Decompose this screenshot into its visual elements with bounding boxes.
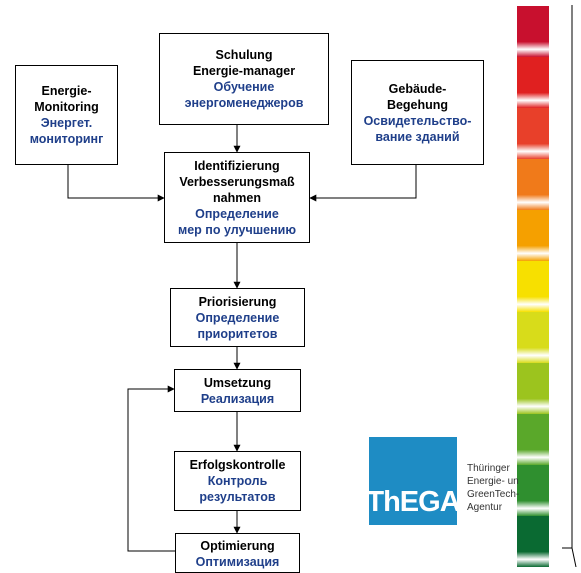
training-ru: Обучение энергоменеджеров: [184, 80, 304, 110]
thega-logo-mark-text: ThEGA: [366, 486, 460, 518]
implementation-box: Umsetzung Реализация: [174, 369, 301, 412]
arrow-monitoring-to-identify: [67, 165, 165, 202]
success-control-ru: Контроль результатов: [199, 474, 276, 504]
scale-segment-2: [517, 56, 549, 108]
building-inspection-ru: Освидетельство- вание зданий: [363, 113, 472, 144]
identify-measures-de: Identifizierung Verbesserungsmaß nahmen: [179, 158, 295, 205]
energy-monitoring-de: Energie- Monitoring: [34, 84, 99, 114]
energy-monitoring-box: Energie- Monitoring Энергет. мониторинг: [15, 65, 118, 165]
scale-segment-8: [517, 362, 549, 414]
right-panel-outline: [562, 5, 577, 567]
scale-segment-1: [517, 6, 549, 57]
prioritization-box: Priorisierung Определение приоритетов: [170, 288, 305, 347]
success-control-box: Erfolgskontrolle Контроль результатов: [174, 451, 301, 511]
building-inspection-box: Gebäude- Begehung Освидетельство- вание …: [351, 60, 484, 165]
optimization-ru: Оптимизация: [195, 555, 280, 569]
success-control-de: Erfolgskontrolle: [189, 458, 286, 472]
thega-logo-mark: ThEGA: [366, 437, 461, 525]
optimization-de: Optimierung: [200, 539, 275, 553]
prioritization-ru: Определение приоритетов: [195, 310, 280, 341]
energy-color-scale: [517, 6, 549, 567]
arrow-optimize-loop-to-implement: [127, 385, 175, 552]
logo-line-2: Energie- und: [467, 476, 519, 487]
optimization-box: Optimierung Оптимизация: [175, 533, 300, 573]
logo-line-1: Thüringer: [467, 463, 510, 474]
scale-segment-5: [517, 209, 549, 261]
training-de: Schulung Energie-manager: [192, 48, 296, 78]
energy-monitoring-ru: Энергет. мониторинг: [29, 116, 104, 146]
implementation-ru: Реализация: [200, 391, 275, 406]
training-box: Schulung Energie-manager Обучение энерго…: [159, 33, 329, 125]
implementation-de: Umsetzung: [203, 375, 272, 390]
scale-segment-3: [517, 107, 549, 159]
identify-measures-box: Identifizierung Verbesserungsmaß nahmen …: [164, 152, 310, 243]
scale-segment-4: [517, 158, 549, 210]
logo-line-4: Agentur: [467, 502, 503, 513]
arrow-inspection-to-identify: [309, 165, 417, 202]
building-inspection-de: Gebäude- Begehung: [386, 81, 449, 112]
logo-line-3: GreenTech-: [467, 489, 519, 500]
scale-segment-7: [517, 311, 549, 363]
scale-segment-9: [517, 413, 549, 465]
scale-segment-10: [517, 464, 549, 516]
prioritization-de: Priorisierung: [198, 294, 277, 309]
scale-segment-6: [517, 260, 549, 312]
identify-measures-ru: Определение мер по улучшению: [177, 206, 297, 237]
scale-segment-11: [517, 515, 549, 567]
thega-logo-text: Thüringer Energie- und GreenTech- Agentu…: [467, 462, 519, 514]
